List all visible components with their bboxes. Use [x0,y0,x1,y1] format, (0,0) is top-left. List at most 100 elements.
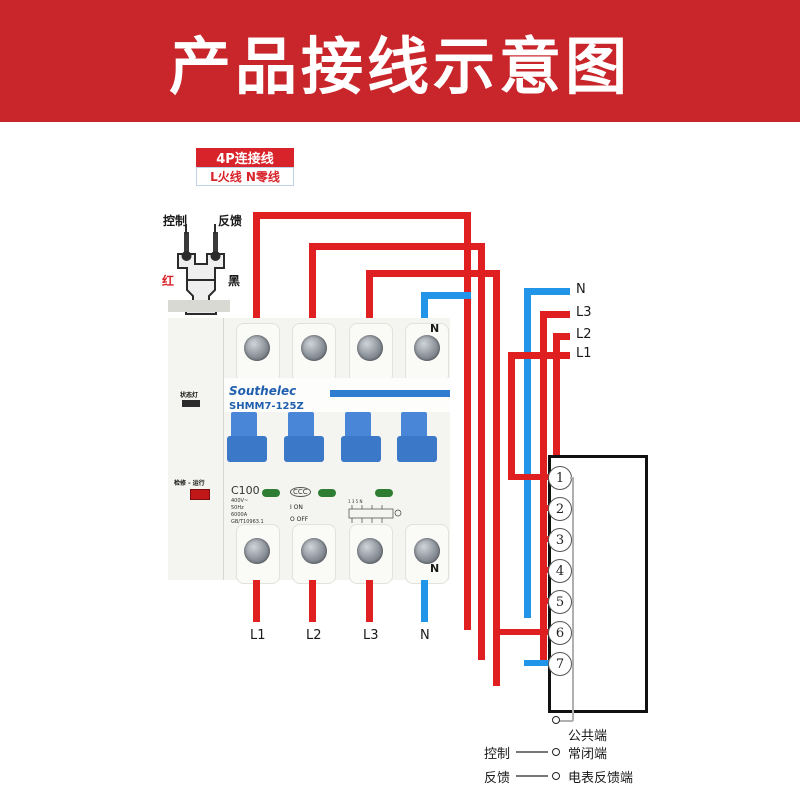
terminal-screw-bottom-n[interactable] [414,538,440,564]
status-light-label: 状态灯 [180,392,199,399]
terminal-number-4[interactable]: 4 [548,559,572,583]
wire-l2-riser [309,243,316,320]
terminal-number-3[interactable]: 3 [548,528,572,552]
legend-dot-nc [552,748,560,756]
output-label-l3: L3 [363,628,379,643]
terminal-screw-top-1[interactable] [244,335,270,361]
toggle-handle-3[interactable] [341,436,381,462]
plug-red-label: 红 [162,274,175,288]
toggle-upper-2[interactable] [288,412,314,440]
output-wire-l2 [309,580,316,622]
mini-schematic-label: 1 3 5 N [348,499,363,504]
plug-control-label: 控制 [163,214,188,228]
indicator-pill-1 [262,489,280,497]
spec-line-4: GB/T10963.1 [231,519,264,525]
run-switch-label: 检修 - 运行 [174,480,205,487]
terminal-number-6[interactable]: 6 [548,621,572,645]
wire-l2-down [478,243,485,660]
supply-label-l1: L1 [576,346,592,361]
toggle-handle-2[interactable] [284,436,324,462]
terminal-screw-bottom-3[interactable] [357,538,383,564]
output-label-l2: L2 [306,628,322,643]
terminal-number-2[interactable]: 2 [548,497,572,521]
supply-wire-l2 [553,333,570,340]
terminal-screw-top-3[interactable] [357,335,383,361]
terminal-number-7[interactable]: 7 [548,652,572,676]
term-lead-4 [540,567,550,573]
ccc-mark: CCC [290,487,311,497]
spec-line-1: 400V~ [231,498,249,504]
brand-blue-bar [330,390,450,397]
legend-leader-feedback [516,775,548,777]
plug-black-label: 黑 [228,274,241,288]
plug-feedback-label: 反馈 [218,214,243,228]
legend-feedback-label: 反馈 [484,771,511,786]
supply-wire-l3-down [540,311,547,663]
output-label-n: N [420,628,430,643]
term-lead-1 [508,474,550,480]
status-light-led [182,400,200,407]
legend-common-terminal: 公共端 [568,729,608,744]
term-lead-3 [540,536,550,542]
term-lead-2 [540,505,550,511]
terminal-screw-top-n[interactable] [414,335,440,361]
internal-link-top [570,477,574,479]
supply-label-l2: L2 [576,327,592,342]
terminal-screw-bottom-2[interactable] [301,538,327,564]
legend-dot-common [552,716,560,724]
supply-label-l3: L3 [576,305,592,320]
supply-wire-l1-down [508,352,515,480]
run-switch-led[interactable] [190,489,210,500]
toggle-upper-3[interactable] [345,412,371,440]
terminal-number-1[interactable]: 1 [548,466,572,490]
output-wire-l1 [253,580,260,622]
header-banner [0,0,800,122]
din-rail [168,300,230,312]
wire-l3-riser [366,270,373,320]
term-lead-6 [493,629,550,635]
terminal-screw-bottom-1[interactable] [244,538,270,564]
toggle-upper-1[interactable] [231,412,257,440]
wire-l1-top-run [253,212,471,219]
output-wire-l3 [366,580,373,622]
on-label: I ON [290,504,303,511]
supply-wire-l1 [508,352,570,359]
output-label-l1: L1 [250,628,266,643]
term-lead-5 [540,598,550,604]
wire-l1-riser [253,212,260,320]
spec-line-2: 50Hz [231,505,244,511]
neutral-mark-bottom: N [430,562,440,575]
wire-n-top-run [421,292,471,299]
wire-l1-down [464,212,471,630]
wire-l2-top-run [309,243,485,250]
legend-feedback-terminal: 电表反馈端 [568,771,634,786]
toggle-handle-1[interactable] [227,436,267,462]
term-lead-7 [524,660,550,666]
spec-line-3: 6000A [231,512,248,518]
legend-dot-feedback [552,772,560,780]
terminal-screw-top-2[interactable] [301,335,327,361]
brand-name: Southelec [229,384,297,398]
legend-leader-control [516,751,548,753]
indicator-pill-2 [318,489,336,497]
legend-nc-terminal: 常闭端 [568,747,608,762]
supply-wire-n [524,288,570,295]
supply-wire-l3 [540,311,570,318]
toggle-handle-n[interactable] [397,436,437,462]
supply-wire-n-down [524,288,531,618]
wire-l3-top-run [366,270,500,277]
terminal-number-5[interactable]: 5 [548,590,572,614]
terminal-well-bottom-n [405,524,449,584]
legend-control-label: 控制 [484,747,511,762]
toggle-upper-n[interactable] [401,412,427,440]
rating-label: C100 [231,484,260,497]
model-number: SHMM7-125Z [229,401,304,412]
breaker-pole-aux [168,318,224,580]
legend-line-4p: 4P连接线 [196,148,294,167]
legend-line-ln: L火线 N零线 [196,167,294,186]
internal-link-vertical [572,477,574,721]
indicator-pill-3 [375,489,393,497]
supply-label-n: N [576,282,586,297]
